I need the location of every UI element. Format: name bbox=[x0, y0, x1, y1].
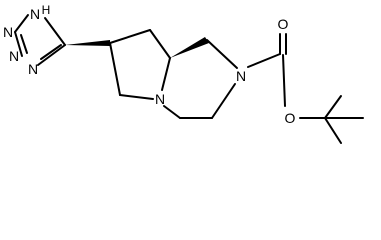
atom-label-tetrazole-n-2: N bbox=[3, 24, 13, 40]
bond-ch-ch2-left bbox=[109, 42, 121, 96]
bond-n-carbamate-ch2-lower bbox=[211, 83, 236, 119]
bond-ch-ch2-top bbox=[109, 29, 151, 44]
bond-tz-n2-n3-double bbox=[20, 34, 28, 54]
bond-tbu-methyl-up bbox=[324, 95, 342, 119]
atom-label-ester-o-carbonyl: O bbox=[278, 16, 289, 32]
molecule-structure-diagram: N H N N N N N O O bbox=[3, 3, 364, 144]
atom-labels: N H N N N N N O O bbox=[3, 3, 296, 126]
bond-ch2-bridgehead-c bbox=[149, 29, 171, 59]
atom-label-ester-o-ether: O bbox=[285, 110, 296, 126]
bond-bridgehead-c-n bbox=[161, 57, 171, 91]
bond-ch2-n-bridgehead bbox=[119, 94, 154, 100]
bond-n-carbonyl-c bbox=[247, 53, 281, 68]
atom-label-tetrazole-nh-h: H bbox=[42, 3, 51, 17]
bond-tz-c5-n1 bbox=[44, 17, 66, 46]
bond-tz-n2-n3 bbox=[14, 31, 23, 57]
pyrrolidine-ring bbox=[109, 29, 171, 100]
atom-label-tetrazole-nh-n: N bbox=[30, 6, 40, 22]
stereo-wedge-bond-tetrazole bbox=[65, 40, 110, 46]
bond-tbu-methyl-down bbox=[324, 117, 342, 144]
atom-label-ring-n-bridgehead: N bbox=[155, 91, 165, 107]
bond-ch2-n-bridgehead-bottom bbox=[163, 105, 181, 119]
atom-label-tetrazole-n-4: N bbox=[28, 61, 38, 77]
bond-ch2-n-carbamate-upper bbox=[206, 39, 238, 69]
bond-tz-n3-n4 bbox=[37, 44, 66, 66]
atom-label-ring-n-carbamate: N bbox=[236, 68, 246, 84]
stereo-wedge-bond-bridgehead bbox=[170, 37, 209, 58]
atom-label-tetrazole-n-3: N bbox=[9, 48, 19, 64]
bond-tz-n4-c5-double bbox=[40, 44, 62, 60]
tetrazole-ring bbox=[14, 14, 66, 66]
bond-carbonyl-c-ether-o bbox=[282, 54, 286, 107]
piperazine-ring bbox=[163, 39, 238, 119]
bond-tz-n1-n2 bbox=[14, 14, 29, 33]
boc-carbamate-group bbox=[247, 33, 364, 144]
